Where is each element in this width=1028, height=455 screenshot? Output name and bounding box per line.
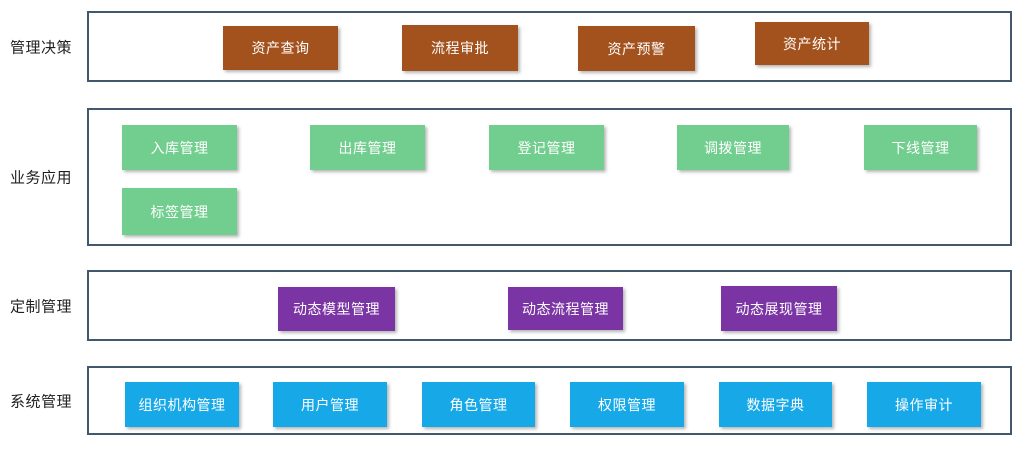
module-box-offline-management: 下线管理 [864,125,977,170]
layer-label-business-application: 业务应用 [10,169,73,187]
module-box-inbound-management: 入库管理 [122,125,237,170]
module-box-asset-warning: 资产预警 [578,26,695,71]
layer-label-management-decision: 管理决策 [10,39,73,56]
module-box-permission-management: 权限管理 [570,382,684,427]
module-box-allocation-management: 调拨管理 [677,125,789,170]
module-box-organization-management: 组织机构管理 [125,382,239,427]
module-box-operation-audit: 操作审计 [867,382,981,427]
layer-group-system-management [87,366,1012,435]
module-box-outbound-management: 出库管理 [310,125,425,170]
module-box-process-approval: 流程审批 [402,25,518,71]
module-box-tag-management: 标签管理 [122,188,237,235]
module-box-registration-management: 登记管理 [489,125,604,170]
module-box-dynamic-process-management: 动态流程管理 [508,287,623,330]
layer-label-system-management: 系统管理 [10,393,73,410]
module-box-asset-query: 资产查询 [223,26,338,70]
layer-label-custom-management: 定制管理 [10,298,73,315]
module-box-dynamic-model-management: 动态模型管理 [278,287,395,331]
module-box-role-management: 角色管理 [422,382,535,427]
module-box-user-management: 用户管理 [273,382,387,427]
module-box-data-dictionary: 数据字典 [719,382,832,427]
module-box-dynamic-display-management: 动态展现管理 [721,286,837,331]
module-box-asset-statistics: 资产统计 [755,22,869,65]
